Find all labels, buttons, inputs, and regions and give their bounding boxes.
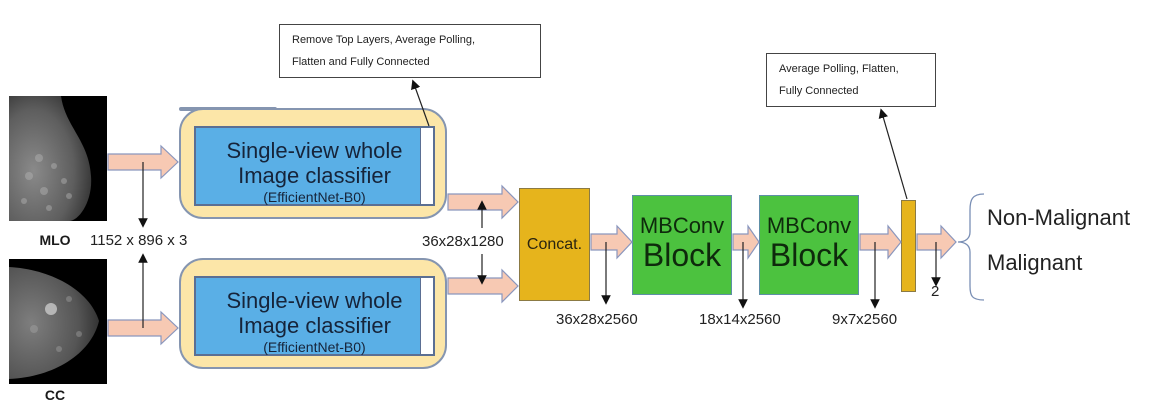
dim-mb1-out: 18x14x2560 <box>699 311 781 328</box>
note-top-layers: Remove Top Layers, Average Polling, Flat… <box>279 24 541 78</box>
dim-mb2-out: 9x7x2560 <box>832 311 898 328</box>
classifier-title-line2: Image classifier <box>238 163 391 188</box>
classifier-title-line1: Single-view whole <box>226 138 403 163</box>
classifier-box-mlo: Single-view whole Image classifier (Effi… <box>194 126 435 206</box>
note-pointer-head <box>878 108 908 200</box>
mbconv-label-line2: Block <box>769 237 849 273</box>
cc-breast-shape <box>9 267 99 379</box>
mbconv-label-line2: Block <box>642 237 722 273</box>
classifier-subtitle: (EfficientNet-B0) <box>263 339 366 355</box>
class-non-malignant: Non-Malignant <box>987 205 1131 230</box>
top-layers-slot <box>420 278 433 354</box>
classifier-container-mlo: Single-view whole Image classifier (Effi… <box>179 108 447 219</box>
note-head: Average Polling, Flatten, Fully Connecte… <box>766 53 936 107</box>
dim-input: 1152 x 896 x 3 <box>90 232 188 249</box>
arrow-concat-to-mbconv1 <box>590 224 633 260</box>
mbconv-block-2: MBConv Block <box>759 195 859 295</box>
output-brace <box>957 193 985 301</box>
note-top-layers-line2: Flatten and Fully Connected <box>292 56 430 68</box>
cc-label: CC <box>44 387 66 403</box>
concat-label: Concat. <box>526 235 583 253</box>
note-head-line2: Fully Connected <box>779 85 859 97</box>
concat-block: Concat. <box>519 188 590 301</box>
fully-connected-bar <box>901 200 916 292</box>
mbconv-block-1: MBConv Block <box>632 195 732 295</box>
mbconv-label-line1: MBConv <box>766 213 852 238</box>
arrow-mbconv2-to-fc <box>859 224 902 260</box>
classifier-box-cc: Single-view whole Image classifier (Effi… <box>194 276 435 356</box>
dim-classifier-out: 36x28x1280 <box>422 233 504 250</box>
class-malignant: Malignant <box>987 250 1083 275</box>
mlo-mammogram-image <box>9 96 107 221</box>
classifier-subtitle: (EfficientNet-B0) <box>263 189 366 205</box>
arrow-classifier2-to-concat <box>447 268 519 304</box>
mlo-label: MLO <box>39 232 71 248</box>
note-pointer-top-layers <box>411 79 430 127</box>
classifier-title-line2: Image classifier <box>238 313 391 338</box>
dim-final-out: 2 <box>931 283 940 300</box>
classifier-title-line1: Single-view whole <box>226 288 403 313</box>
note-head-line1: Average Polling, Flatten, <box>779 63 899 75</box>
dim-concat-out: 36x28x2560 <box>556 311 638 328</box>
classifier-container-cc: Single-view whole Image classifier (Effi… <box>179 258 447 369</box>
top-layers-slot <box>420 128 433 204</box>
mlo-breast-shape <box>9 96 92 221</box>
arrow-classifier1-to-concat <box>447 184 519 220</box>
arrow-mbconv1-to-mbconv2 <box>732 224 760 260</box>
cc-mammogram-image <box>9 259 107 384</box>
note-top-layers-line1: Remove Top Layers, Average Polling, <box>292 34 476 46</box>
mbconv-label-line1: MBConv <box>639 213 725 238</box>
